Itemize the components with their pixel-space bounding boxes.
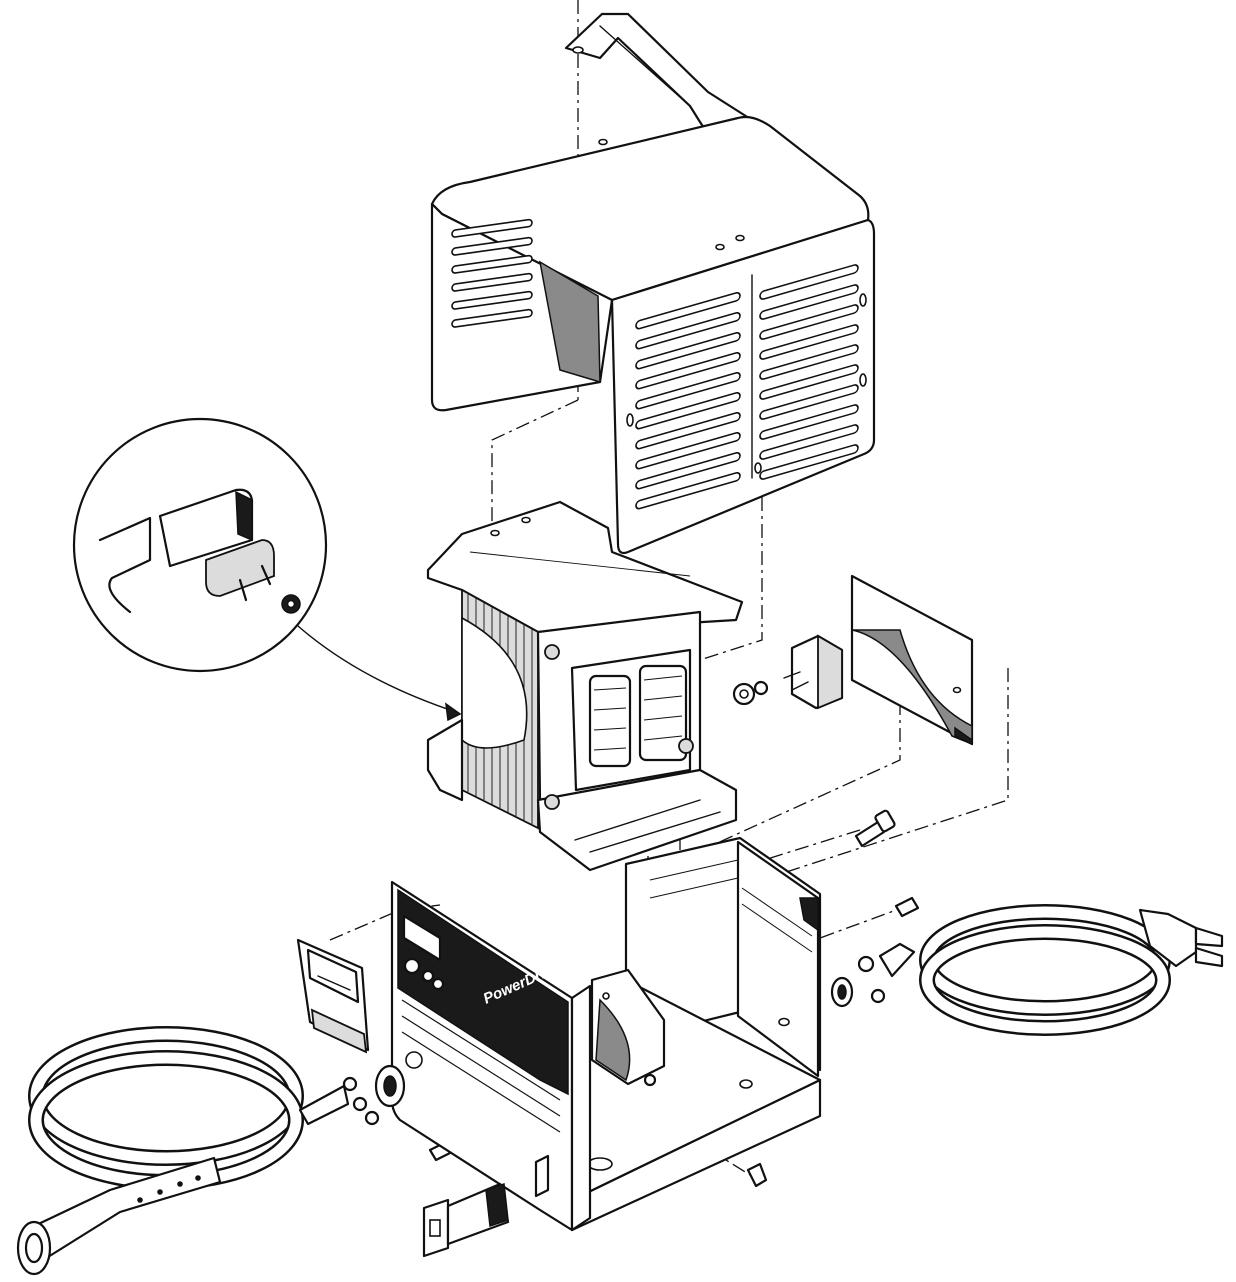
vented-cover [430, 115, 876, 555]
mounting-bolt [854, 809, 896, 848]
dc-charging-cord [16, 1026, 406, 1276]
ac-power-cord [830, 904, 1224, 1036]
timer-module [590, 968, 666, 1087]
diode-bridge [732, 634, 844, 710]
front-panel: PowerDrive [390, 880, 592, 1232]
bottom-screw [746, 1162, 768, 1188]
heat-sink-plate [850, 574, 974, 746]
fuse-holder [422, 1182, 510, 1258]
cover-vent-slots [451, 218, 859, 510]
transformer [426, 500, 744, 872]
side-screw [894, 896, 920, 918]
ammeter [296, 938, 370, 1054]
detail-inset-terminal-block [72, 417, 462, 722]
